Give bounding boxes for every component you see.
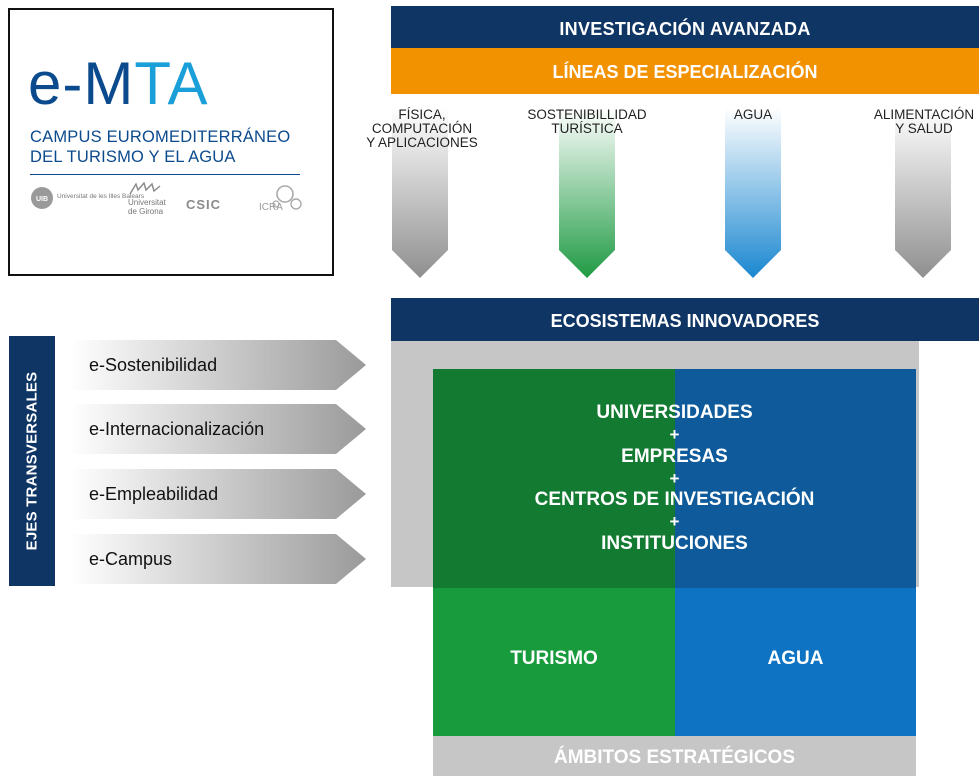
axis-row-campus: e-Campus	[70, 534, 366, 584]
ecosystem-universidades: UNIVERSIDADES	[596, 402, 753, 423]
column-label-sostenibilidad-line1: SOSTENIBILLIDAD	[527, 107, 647, 122]
ecosystems-green-panel	[433, 369, 675, 588]
column-label-agua-line1: AGUA	[733, 107, 773, 122]
transversal-axes-title: EJES TRANSVERSALES	[23, 371, 41, 551]
uib-logo-icon: UIB	[30, 186, 54, 215]
axis-arrow-empleabilidad	[70, 469, 366, 519]
column-label-sostenibilidad-line2: TURÍSTICA	[551, 121, 623, 136]
axis-row-sostenibilidad: e-Sostenibilidad	[70, 340, 366, 390]
scope-turismo-panel	[433, 588, 675, 736]
arrow-fisica	[392, 108, 448, 278]
column-label-sostenibilidad: SOSTENIBILLIDAD TURÍSTICA	[522, 108, 652, 136]
ecosystem-plus-3: +	[669, 512, 680, 531]
specialization-lines-header: LÍNEAS DE ESPECIALIZACIÓN	[391, 48, 979, 94]
column-label-fisica-line1: FÍSICA,	[398, 107, 446, 122]
axis-row-internacionalizacion: e-Internacionalización	[70, 404, 366, 454]
logo-title-suffix: TA	[134, 50, 209, 117]
logo-divider	[30, 174, 300, 175]
axis-label-campus: e-Campus	[89, 549, 173, 569]
ecosystem-plus-1: +	[669, 425, 680, 444]
column-label-fisica: FÍSICA, COMPUTACIÓN Y APLICACIONES	[361, 108, 483, 150]
arrow-alimentacion	[895, 108, 951, 278]
logo-title-prefix: e-M	[28, 50, 135, 117]
logo-title: e-MTA	[28, 54, 209, 114]
scope-agua-label: AGUA	[767, 648, 824, 669]
axis-arrow-sostenibilidad	[70, 340, 366, 390]
logo-subtitle-line2: DEL TURISMO Y EL AGUA	[30, 148, 236, 166]
svg-text:UIB: UIB	[36, 196, 48, 203]
column-label-alimentacion-line1: ALIMENTACIÓN	[873, 107, 975, 122]
arrow-agua	[725, 108, 781, 278]
advanced-research-header: INVESTIGACIÓN AVANZADA	[391, 6, 979, 48]
logo-subtitle-line1: CAMPUS EUROMEDITERRÁNEO	[30, 128, 291, 146]
partner-icra: ICRA	[259, 202, 283, 213]
column-label-alimentacion-line2: Y SALUD	[895, 121, 953, 136]
column-label-alimentacion: ALIMENTACIÓN Y SALUD	[870, 108, 978, 136]
transversal-axes-bar	[9, 336, 55, 586]
specialization-arrows	[392, 108, 951, 278]
partner-csic: CSIC	[186, 197, 222, 212]
udg-logo-icon	[128, 181, 162, 201]
partner-udg: Universitat de Girona	[128, 198, 166, 216]
ecosystems-blue-panel	[675, 369, 916, 588]
arrow-sostenibilidad	[559, 108, 615, 278]
ecosystem-empresas: EMPRESAS	[621, 446, 728, 467]
icra-logo-icon	[258, 182, 308, 221]
strategic-scopes-footer: ÁMBITOS ESTRATÉGICOS	[433, 736, 916, 776]
axis-arrow-internacionalizacion	[70, 404, 366, 454]
scope-turismo-label: TURISMO	[510, 648, 598, 669]
ecosystems-header: ECOSISTEMAS INNOVADORES	[391, 298, 979, 341]
axis-arrow-campus	[70, 534, 366, 584]
axis-label-internacionalizacion: e-Internacionalización	[89, 419, 265, 439]
axis-label-empleabilidad: e-Empleabilidad	[89, 484, 219, 504]
partner-uib: Universitat de les Illes Balears	[57, 193, 145, 200]
axis-row-empleabilidad: e-Empleabilidad	[70, 469, 366, 519]
logo-box	[8, 8, 334, 276]
ecosystem-instituciones: INSTITUCIONES	[601, 533, 748, 554]
column-label-fisica-line2: COMPUTACIÓN	[371, 121, 473, 136]
scope-agua-panel	[675, 588, 916, 736]
ecosystem-centros: CENTROS DE INVESTIGACIÓN	[534, 489, 815, 510]
column-label-fisica-line3: Y APLICACIONES	[366, 135, 478, 150]
ecosystem-plus-2: +	[669, 469, 680, 488]
axis-label-sostenibilidad: e-Sostenibilidad	[89, 355, 218, 375]
column-label-agua: AGUA	[713, 108, 793, 122]
